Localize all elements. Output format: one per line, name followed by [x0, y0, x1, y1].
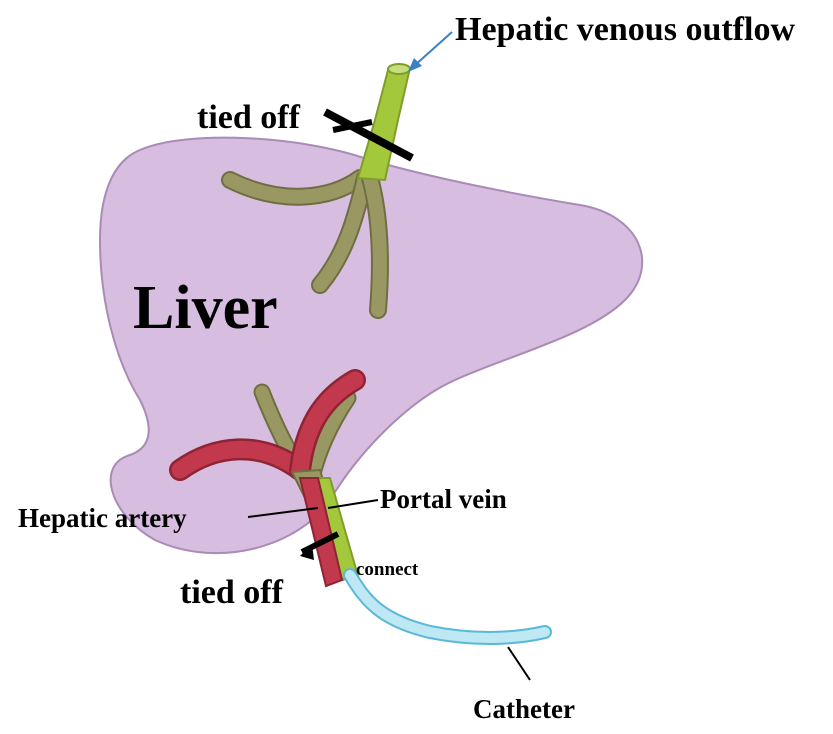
- label-hepatic-venous-outflow: Hepatic venous outflow: [455, 11, 795, 48]
- label-liver: Liver: [133, 274, 278, 342]
- label-portal-vein: Portal vein: [380, 484, 507, 514]
- label-tied-off-top: tied off: [197, 99, 301, 136]
- hepatic-vein-opening: [388, 64, 410, 74]
- catheter-leader: [508, 647, 530, 680]
- outflow-arrow: [408, 32, 452, 72]
- label-hepatic-artery: Hepatic artery: [18, 503, 187, 533]
- label-catheter: Catheter: [473, 694, 575, 724]
- catheter: [350, 575, 545, 638]
- label-connect: connect: [356, 559, 419, 580]
- label-tied-off-bottom: tied off: [180, 574, 284, 611]
